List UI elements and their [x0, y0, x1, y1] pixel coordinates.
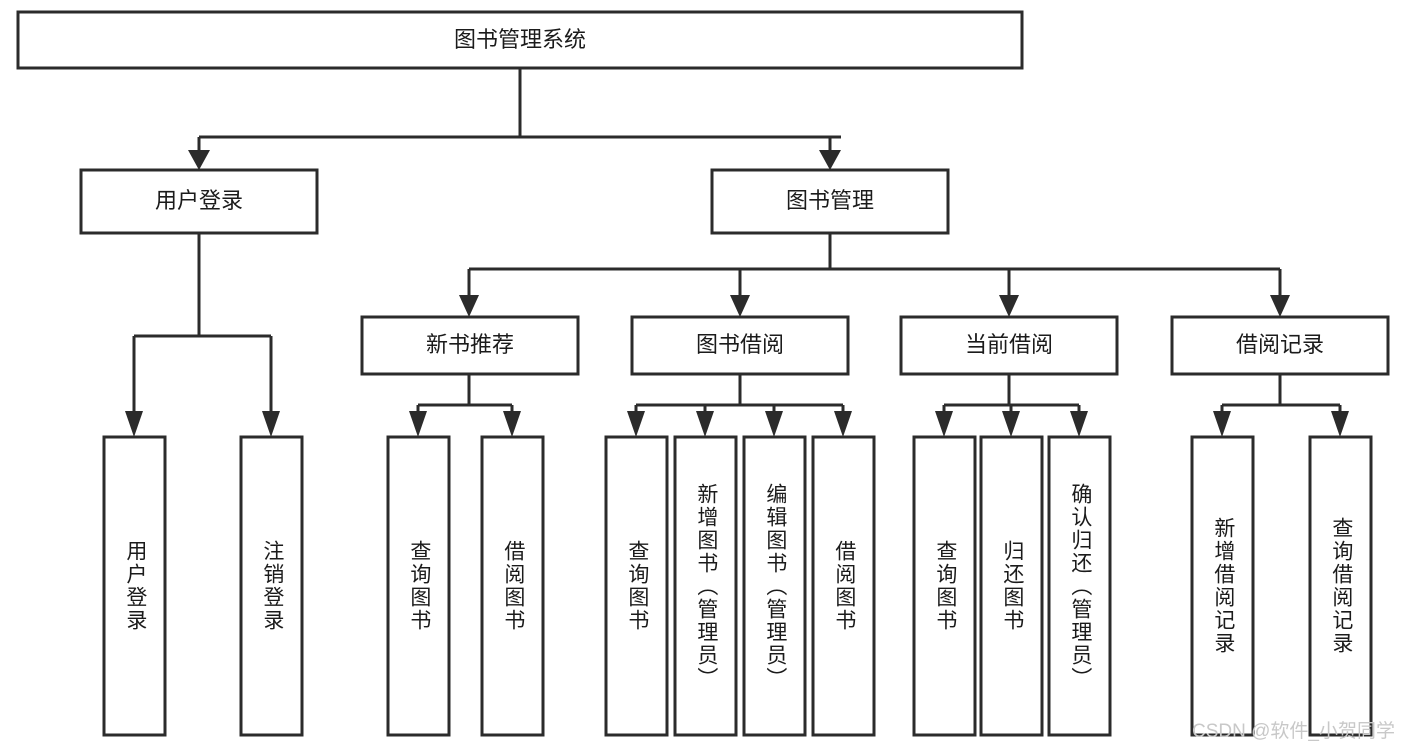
arrow-head-leaf-edit-book: [765, 411, 783, 437]
node-user-login-box[interactable]: [79, 168, 319, 235]
arrow-head-leaf-add-book: [696, 411, 714, 437]
node-book-borrow[interactable]: 图书借阅: [630, 315, 850, 376]
connector-group: [125, 68, 1349, 437]
node-leaf-borrow-book-2-box[interactable]: [811, 435, 876, 737]
node-current-borrow-box[interactable]: [899, 315, 1119, 376]
node-book-borrow-label: 图书借阅: [696, 332, 784, 357]
node-current-borrow[interactable]: 当前借阅: [899, 315, 1119, 376]
arrow-head-leaf-query-book-1: [409, 411, 427, 437]
node-book-manage-box[interactable]: [710, 168, 950, 235]
node-leaf-query-book-2-box[interactable]: [604, 435, 669, 737]
arrow-head-leaf-query-book-2: [627, 411, 645, 437]
node-leaf-user-logout-box[interactable]: [239, 435, 304, 737]
arrow-head-leaf-confirm-return: [1070, 411, 1088, 437]
arrow-head-leaf-query-book-3: [935, 411, 953, 437]
arrow-head-leaf-user-logout: [262, 411, 280, 437]
node-leaf-query-book-3-box[interactable]: [912, 435, 977, 737]
csdn-watermark: CSDN @软件_小贺同学: [1192, 721, 1395, 742]
arrow-head-leaf-borrow-book-2: [834, 411, 852, 437]
node-current-borrow-label: 当前借阅: [965, 332, 1053, 357]
node-leaf-confirm-return-box[interactable]: [1047, 435, 1112, 737]
node-root-label: 图书管理系统: [454, 27, 586, 52]
node-leaf-edit-book-box[interactable]: [742, 435, 807, 737]
node-root-box[interactable]: [16, 10, 1024, 70]
node-book-manage-label: 图书管理: [786, 188, 874, 213]
arrow-head-book-manage: [819, 150, 841, 170]
node-borrow-record-label: 借阅记录: [1236, 332, 1324, 357]
node-book-manage[interactable]: 图书管理: [710, 168, 950, 235]
node-book-borrow-box[interactable]: [630, 315, 850, 376]
node-leaf-borrow-book-1-box[interactable]: [480, 435, 545, 737]
node-user-login[interactable]: 用户登录: [79, 168, 319, 235]
node-user-login-label: 用户登录: [155, 188, 243, 213]
arrow-head-leaf-borrow-book-1: [503, 411, 521, 437]
arrow-head-leaf-add-record: [1213, 411, 1231, 437]
node-leaf-return-book-box[interactable]: [979, 435, 1044, 737]
node-leaf-add-record-box[interactable]: [1190, 435, 1255, 737]
arrow-head-book-borrow: [730, 295, 750, 317]
arrow-head-borrow-record: [1270, 295, 1290, 317]
node-leaf-add-book-box[interactable]: [673, 435, 738, 737]
leaf-boxes: [102, 435, 1373, 737]
node-borrow-record-box[interactable]: [1170, 315, 1390, 376]
node-root[interactable]: 图书管理系统: [16, 10, 1024, 70]
node-leaf-query-book-1-box[interactable]: [386, 435, 451, 737]
arrow-head-user-login: [188, 150, 210, 170]
arrow-head-current-borrow: [999, 295, 1019, 317]
arrow-head-leaf-user-login: [125, 411, 143, 437]
arrow-head-leaf-query-record: [1331, 411, 1349, 437]
node-new-book-recommend-box[interactable]: [360, 315, 580, 376]
node-leaf-user-login-box[interactable]: [102, 435, 167, 737]
arrow-head-new-book-recommend: [459, 295, 479, 317]
node-new-book-recommend[interactable]: 新书推荐: [360, 315, 580, 376]
node-new-book-recommend-label: 新书推荐: [426, 332, 514, 357]
node-borrow-record[interactable]: 借阅记录: [1170, 315, 1390, 376]
arrow-head-leaf-return-book: [1002, 411, 1020, 437]
node-leaf-query-record-box[interactable]: [1308, 435, 1373, 737]
